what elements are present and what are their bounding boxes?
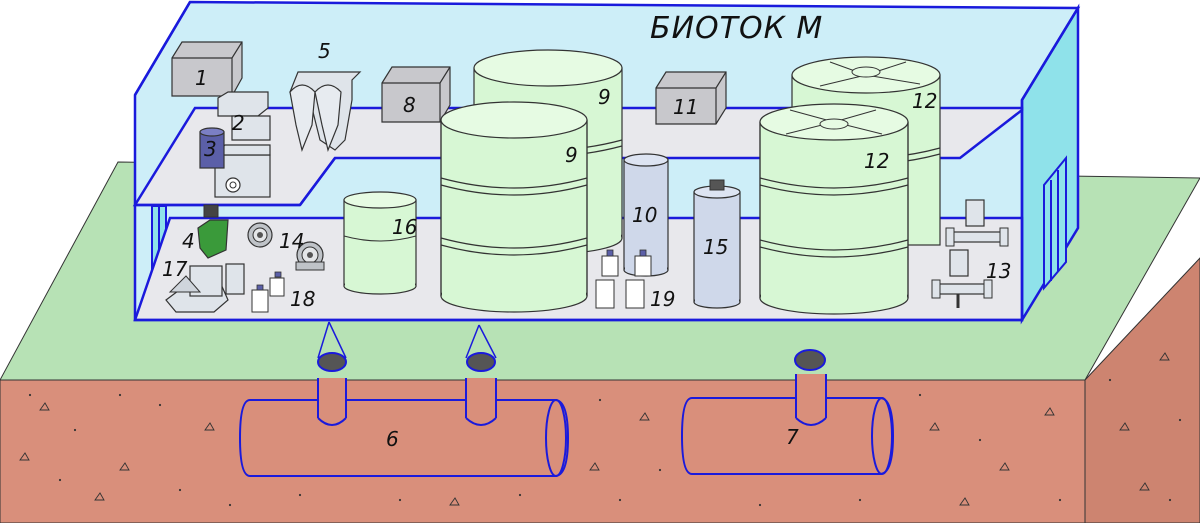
label-10: 10: [632, 203, 657, 227]
label-6: 6: [386, 427, 399, 451]
equipment-17: 17: [162, 257, 245, 313]
label-13: 13: [986, 259, 1011, 283]
equipment-8-box: 8: [381, 66, 451, 123]
underground-tank-7: 7: [680, 349, 895, 475]
label-8: 8: [403, 93, 416, 117]
label-17: 17: [162, 257, 188, 281]
equipment-4-hopper: 4: [182, 204, 229, 259]
label-9-back: 9: [598, 85, 611, 109]
label-12-front: 12: [864, 149, 889, 173]
label-3: 3: [204, 137, 217, 161]
equipment-2-grinder: 2: [213, 91, 271, 198]
label-5: 5: [318, 39, 331, 63]
label-14: 14: [279, 229, 304, 253]
underground-tank-6: 6: [238, 321, 570, 477]
diagram-title: БИОТОК М: [650, 11, 823, 46]
equipment-5-hoppers: 5: [289, 39, 362, 152]
label-12-back: 12: [912, 89, 937, 113]
equipment-14-blowers: 14: [247, 222, 325, 271]
label-16: 16: [392, 215, 417, 239]
label-11: 11: [673, 95, 698, 119]
label-7: 7: [786, 425, 799, 449]
door: [1043, 155, 1067, 291]
equipment-1-box: 1: [171, 41, 243, 97]
label-18: 18: [290, 287, 315, 311]
label-19: 19: [650, 287, 675, 311]
label-4: 4: [182, 229, 195, 253]
soil-dots: [28, 378, 1182, 507]
equipment-13-pumps: 13: [931, 199, 1011, 308]
soil-texture: [19, 352, 1170, 506]
tank-15: 15: [693, 179, 741, 309]
label-9-front: 9: [565, 143, 578, 167]
equipment-3-motor: 3: [199, 127, 225, 169]
tank-12-front: 12: [759, 103, 909, 315]
equipment-11-box: 11: [655, 71, 727, 125]
equipment-18: 18: [251, 271, 315, 313]
tank-9-front: 9: [440, 101, 588, 313]
label-1: 1: [195, 66, 208, 90]
label-15: 15: [703, 235, 728, 259]
tank-16: 16: [343, 191, 417, 295]
label-2: 2: [232, 111, 245, 135]
equipment-19: 19: [595, 249, 675, 311]
